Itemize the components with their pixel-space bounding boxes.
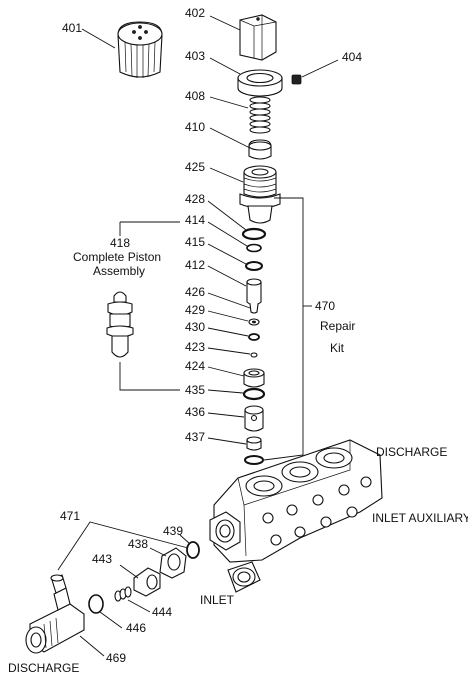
part-401-cap xyxy=(117,21,163,78)
caption-inlet-auxiliary: INLET AUXILIARY xyxy=(372,511,468,525)
leader-469 xyxy=(79,635,105,657)
leader-412 xyxy=(207,265,247,287)
leader-430 xyxy=(207,327,249,337)
leader-402 xyxy=(209,15,241,31)
label-443: 443 xyxy=(92,552,112,566)
caption-discharge-top: DISCHARGE xyxy=(376,445,447,459)
part-403-nut xyxy=(237,69,283,97)
part-402-hex-plug xyxy=(239,14,277,61)
part-412-piston xyxy=(246,278,262,314)
leader-415 xyxy=(207,243,247,265)
label-425: 425 xyxy=(185,160,205,174)
label-404: 404 xyxy=(342,50,362,64)
part-430-oring xyxy=(248,333,260,341)
label-430: 430 xyxy=(185,320,205,334)
manifold-body xyxy=(209,439,383,593)
part-415-ring xyxy=(245,261,263,271)
caption-complete-piston: Complete Piston xyxy=(73,250,161,264)
caption-repair: Repair xyxy=(320,319,355,333)
part-437-seat xyxy=(244,436,264,465)
leader-401 xyxy=(81,28,116,49)
label-438: 438 xyxy=(128,537,148,551)
bracket-418 xyxy=(119,221,180,236)
leader-423 xyxy=(207,347,251,355)
label-435: 435 xyxy=(185,383,205,397)
part-408-spring xyxy=(249,96,271,134)
bracket-471 xyxy=(57,521,189,571)
leader-403 xyxy=(209,57,241,75)
label-414: 414 xyxy=(185,213,205,227)
caption-inlet: INLET xyxy=(200,593,235,607)
leader-410 xyxy=(209,127,251,149)
label-426: 426 xyxy=(185,285,205,299)
label-469: 469 xyxy=(106,651,126,665)
leader-446 xyxy=(99,611,123,629)
part-404-set-screw xyxy=(291,74,302,85)
part-410 xyxy=(248,139,272,160)
leader-437 xyxy=(207,437,247,445)
part-414-ring xyxy=(246,243,262,253)
label-471: 471 xyxy=(60,509,80,523)
label-437: 437 xyxy=(185,430,205,444)
part-425-valve-body xyxy=(239,165,281,224)
leader-443 xyxy=(119,564,139,579)
label-401: 401 xyxy=(62,21,82,35)
leader-404 xyxy=(301,59,339,78)
caption-discharge-bottom: DISCHARGE xyxy=(8,661,79,675)
label-418: 418 xyxy=(110,236,130,250)
label-408: 408 xyxy=(185,89,205,103)
caption-assembly: Assembly xyxy=(93,264,145,278)
label-423: 423 xyxy=(185,340,205,354)
leader-414 xyxy=(207,221,248,247)
leader-425 xyxy=(209,167,244,183)
leader-438 xyxy=(149,547,167,557)
part-439-oring xyxy=(186,541,200,559)
part-443-valve xyxy=(133,567,161,597)
label-446: 446 xyxy=(126,621,146,635)
caption-kit: Kit xyxy=(330,341,345,355)
part-444-spring xyxy=(114,586,132,602)
label-429: 429 xyxy=(185,303,205,317)
part-438-fitting xyxy=(159,547,187,579)
part-418-piston-assembly xyxy=(106,291,134,358)
leader-435 xyxy=(207,389,244,394)
leader-444 xyxy=(127,599,151,613)
label-428: 428 xyxy=(185,192,205,206)
part-469-discharge-fitting xyxy=(25,574,85,654)
bracket-418-lower xyxy=(119,362,180,391)
leader-436 xyxy=(207,412,245,418)
label-415: 415 xyxy=(185,235,205,249)
label-424: 424 xyxy=(185,359,205,373)
label-439: 439 xyxy=(163,524,183,538)
label-402: 402 xyxy=(185,6,205,20)
part-423 xyxy=(250,352,258,358)
leader-428 xyxy=(207,200,247,231)
part-436-retainer xyxy=(244,405,264,432)
part-424-seal xyxy=(243,368,265,388)
leader-439 xyxy=(179,534,191,545)
part-428-oring xyxy=(241,227,267,241)
label-410: 410 xyxy=(185,120,205,134)
label-403: 403 xyxy=(185,49,205,63)
label-436: 436 xyxy=(185,405,205,419)
leader-429 xyxy=(207,310,249,322)
label-470: 470 xyxy=(315,299,335,313)
leader-408 xyxy=(209,96,249,109)
leader-426 xyxy=(207,292,251,309)
label-412: 412 xyxy=(185,258,205,272)
part-435-oring xyxy=(242,387,266,401)
bracket-470-repair-kit xyxy=(263,197,304,461)
label-444: 444 xyxy=(152,605,172,619)
part-446-oring xyxy=(88,594,104,614)
leader-424 xyxy=(207,366,245,377)
